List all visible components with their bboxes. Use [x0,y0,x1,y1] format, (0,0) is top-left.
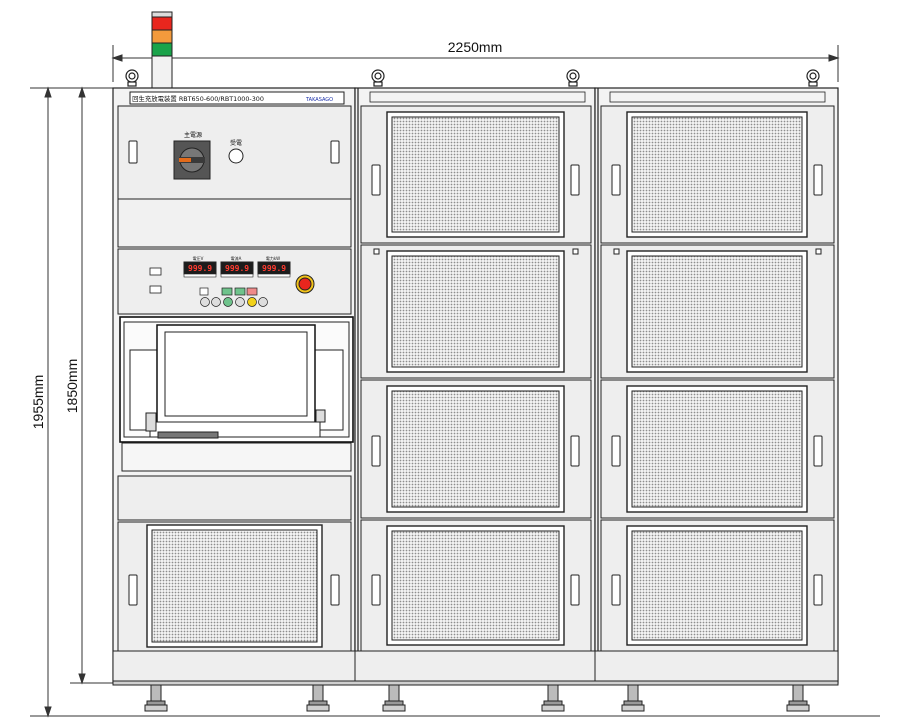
grille-door [600,244,835,379]
monitor [156,324,316,424]
door-handle-icon [330,574,340,606]
door-handle-icon [371,435,381,467]
height-dimension-total [30,86,880,718]
door-handle-icon [611,435,621,467]
start-button [221,287,233,296]
grille-door [360,519,592,652]
door-handle-icon [128,140,138,164]
leveling-foot-icon [144,684,168,712]
door-handle-icon [611,574,621,606]
selector-button [247,297,257,307]
meter-current: 電流A 999.9 [220,255,254,275]
eyebolt-icon [806,69,820,87]
grille-door [600,379,835,519]
main-power-label: 主電源 [184,131,202,139]
mode-button [199,287,209,296]
signal-tower [151,11,173,89]
emergency-stop-button[interactable] [295,274,315,294]
port-icon [149,285,162,294]
ventilation-grille [631,116,803,233]
leveling-foot-icon [621,684,645,712]
power-on-label: 受電 [230,139,242,147]
height-dimension-body [70,86,113,685]
selector-button [223,297,233,307]
eyebolt-icon [125,69,139,87]
door-handle-icon [371,574,381,606]
door-handle-icon [128,574,138,606]
svg-text:電力kW: 電力kW [266,255,280,261]
eyebolt-icon [371,69,385,87]
signal-lamp-red [151,16,173,31]
grille-door [360,379,592,519]
door-handle-icon [813,435,823,467]
leveling-foot-icon [786,684,810,712]
keyboard-icon [157,431,219,439]
power-on-lamp [228,148,244,164]
ventilation-grille [391,116,560,233]
nameplate-brand: TAKASAGO [305,97,333,103]
door-handle-icon [371,164,381,196]
leveling-feet [144,684,810,712]
leveling-foot-icon [541,684,565,712]
selector-button [200,297,210,307]
svg-text:電流A: 電流A [231,255,242,261]
meter-voltage-reading: 999.9 [188,264,212,273]
svg-text:電圧V: 電圧V [193,256,204,261]
cabinet-base [112,650,839,686]
eyebolt-icon [566,69,580,87]
stop-button [246,287,258,296]
leveling-foot-icon [306,684,330,712]
ventilation-grille [391,530,560,641]
height-body-label: 1850mm [64,359,80,413]
door-handle-icon [813,574,823,606]
port-icon [149,267,162,276]
signal-lamp-orange [151,29,173,44]
door-handle-icon [570,164,580,196]
ventilation-grille [391,255,560,368]
grille-door [360,105,592,244]
grille-door [600,105,835,244]
lifting-eyebolts [125,69,820,87]
grille-door [600,519,835,652]
ventilation-grille [631,530,803,641]
door-handle-icon [570,435,580,467]
meter-current-reading: 999.9 [225,264,249,273]
height-total-label: 1955mm [30,375,46,429]
grille-door [360,244,592,379]
selector-button [235,297,245,307]
selector-button [258,297,268,307]
width-dimension [111,45,840,82]
width-dimension-label: 2250mm [448,39,502,55]
leveling-foot-icon [382,684,406,712]
door-handle-icon [570,574,580,606]
meter-voltage: 電圧V 999.9 [183,256,217,275]
ventilation-grille [391,390,560,508]
grille-doors [360,105,835,652]
meter-power-reading: 999.9 [262,264,286,273]
door-handle-icon [330,140,340,164]
ventilation-grille [151,529,318,643]
ventilation-grille [631,255,803,368]
operation-buttons[interactable] [199,287,268,307]
ventilation-grille [631,390,803,508]
selector-button [211,297,221,307]
door-handle-icon [813,164,823,196]
signal-lamp-green [151,42,173,57]
main-power-switch[interactable] [173,140,211,180]
run-button [234,287,246,296]
mouse-icon [145,412,157,432]
door-handle-icon [611,164,621,196]
nameplate [129,91,345,105]
nameplate-model: 回生充放電装置 RBT650-600/RBT1000-300 [132,94,264,103]
